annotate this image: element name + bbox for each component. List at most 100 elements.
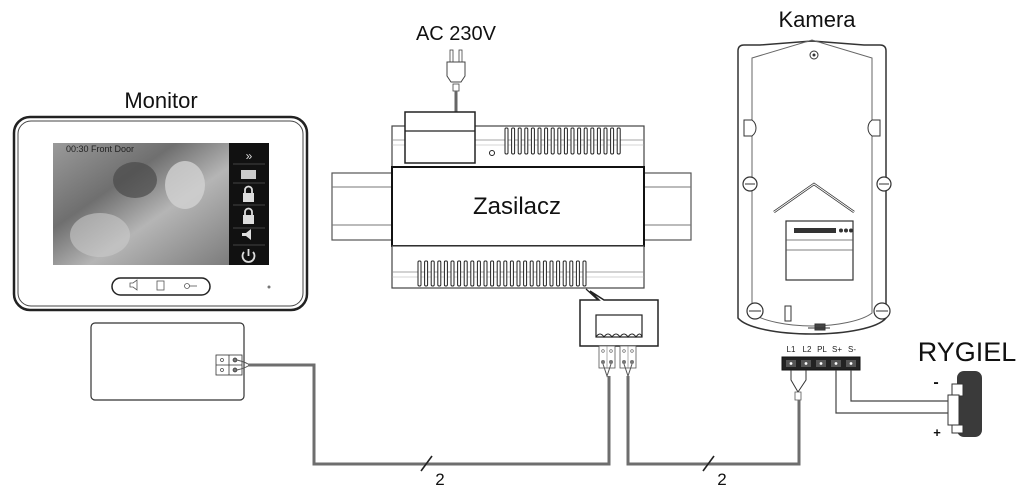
camera-slot <box>784 305 792 322</box>
vent-slot <box>583 127 588 155</box>
photo-figure-girl <box>165 161 205 209</box>
camera-icon[interactable] <box>241 170 256 179</box>
monitor-led <box>267 285 271 289</box>
vent-slot <box>517 127 522 155</box>
power-icon[interactable] <box>241 249 256 263</box>
vent-slot <box>470 260 475 287</box>
lock-bolt <box>947 394 960 426</box>
power-plug-icon <box>446 49 466 112</box>
camera: Kamera L1 L2 PL S+ S- <box>737 7 892 401</box>
psu-terminals <box>598 345 637 378</box>
vent-slot <box>556 260 561 287</box>
vent-slot <box>443 260 448 287</box>
bus-wire-monitor-psu <box>248 363 611 466</box>
ac-input-label: AC 230V <box>416 23 497 45</box>
memo-icon[interactable] <box>156 280 165 291</box>
vent-slot <box>476 260 481 287</box>
unlock-1-icon[interactable] <box>243 185 254 202</box>
vent-slot <box>524 127 529 155</box>
wire-count-tick-left <box>420 455 433 472</box>
vent-slot <box>511 127 516 155</box>
monitor-button-bar <box>111 277 211 296</box>
vent-slot <box>516 260 521 287</box>
vent-slot <box>509 260 514 287</box>
vent-slot <box>557 127 562 155</box>
vent-slot <box>450 260 455 287</box>
speaker-icon[interactable] <box>242 229 251 240</box>
vent-slot <box>483 260 488 287</box>
camera-housing <box>737 40 887 335</box>
vent-slot <box>563 127 568 155</box>
monitor-wall-plate <box>90 322 249 401</box>
lock-minus-label: - <box>933 374 938 391</box>
vent-slot <box>430 260 435 287</box>
forward-icon[interactable]: » <box>246 149 253 163</box>
vent-slot <box>503 260 508 287</box>
vent-slot <box>504 127 509 155</box>
monitor-title: Monitor <box>124 88 197 113</box>
camera-screw-top <box>809 50 819 60</box>
terminal-label: L2 <box>803 345 812 354</box>
vent-slot <box>570 127 575 155</box>
lock-title: RYGIEL <box>918 337 1017 367</box>
talk-icon[interactable] <box>129 279 138 291</box>
vent-slot <box>490 260 495 287</box>
screen-overlay-text: 00:30 Front Door <box>66 144 134 154</box>
photo-flowers <box>70 213 130 257</box>
psu-terminal-block <box>595 314 643 338</box>
vent-slot <box>616 127 621 155</box>
camera-terminal-labels: L1 L2 PL S+ S- <box>787 345 857 354</box>
terminal-label: PL <box>817 345 827 354</box>
lock-plus-label: + <box>933 425 941 440</box>
vent-slot <box>590 127 595 155</box>
wire-count-right: 2 <box>717 470 726 489</box>
psu-vents-bottom <box>417 260 587 287</box>
vent-slot <box>417 260 422 287</box>
camera-notch-right <box>867 119 881 137</box>
vent-slot <box>569 260 574 287</box>
vent-slot <box>550 127 555 155</box>
camera-notch-left <box>743 119 757 137</box>
din-rail-left <box>331 172 395 241</box>
psu-front-panel <box>391 166 645 247</box>
wire-count-tick-right <box>702 455 715 472</box>
vent-slot <box>577 127 582 155</box>
vent-slot <box>523 260 528 287</box>
lock-wire-plus <box>835 370 948 414</box>
camera-title: Kamera <box>778 7 856 32</box>
psu-input-cover <box>404 111 476 164</box>
camera-cable-clip <box>808 323 830 331</box>
vent-slot <box>549 260 554 287</box>
vent-slot <box>496 260 501 287</box>
din-rail-right <box>642 172 692 241</box>
vent-slot <box>529 260 534 287</box>
vent-slot <box>537 127 542 155</box>
terminal-label: S- <box>848 345 856 354</box>
vent-slot <box>530 127 535 155</box>
vent-slot <box>542 260 547 287</box>
vent-slot <box>582 260 587 287</box>
psu-vents-top <box>504 127 621 155</box>
vent-slot <box>603 127 608 155</box>
key-icon[interactable] <box>184 283 198 289</box>
vent-slot <box>575 260 580 287</box>
vent-slot <box>457 260 462 287</box>
lock: RYGIEL - + <box>835 337 1017 440</box>
vent-slot <box>536 260 541 287</box>
vent-slot <box>610 127 615 155</box>
camera-connector-pins <box>794 228 836 233</box>
lock-wire-minus <box>850 370 948 402</box>
vent-slot <box>562 260 567 287</box>
bus-wire-psu-camera <box>626 376 801 466</box>
psu-led <box>489 150 495 156</box>
terminal-label: S+ <box>832 345 842 354</box>
vent-slot <box>544 127 549 155</box>
bus-wires: 2 2 <box>248 363 801 489</box>
vent-slot <box>596 127 601 155</box>
monitor-bezel-inner <box>17 120 304 307</box>
vent-slot <box>463 260 468 287</box>
photo-figure-man <box>113 162 157 198</box>
unlock-2-icon[interactable] <box>243 207 254 225</box>
terminal-label: L1 <box>787 345 796 354</box>
